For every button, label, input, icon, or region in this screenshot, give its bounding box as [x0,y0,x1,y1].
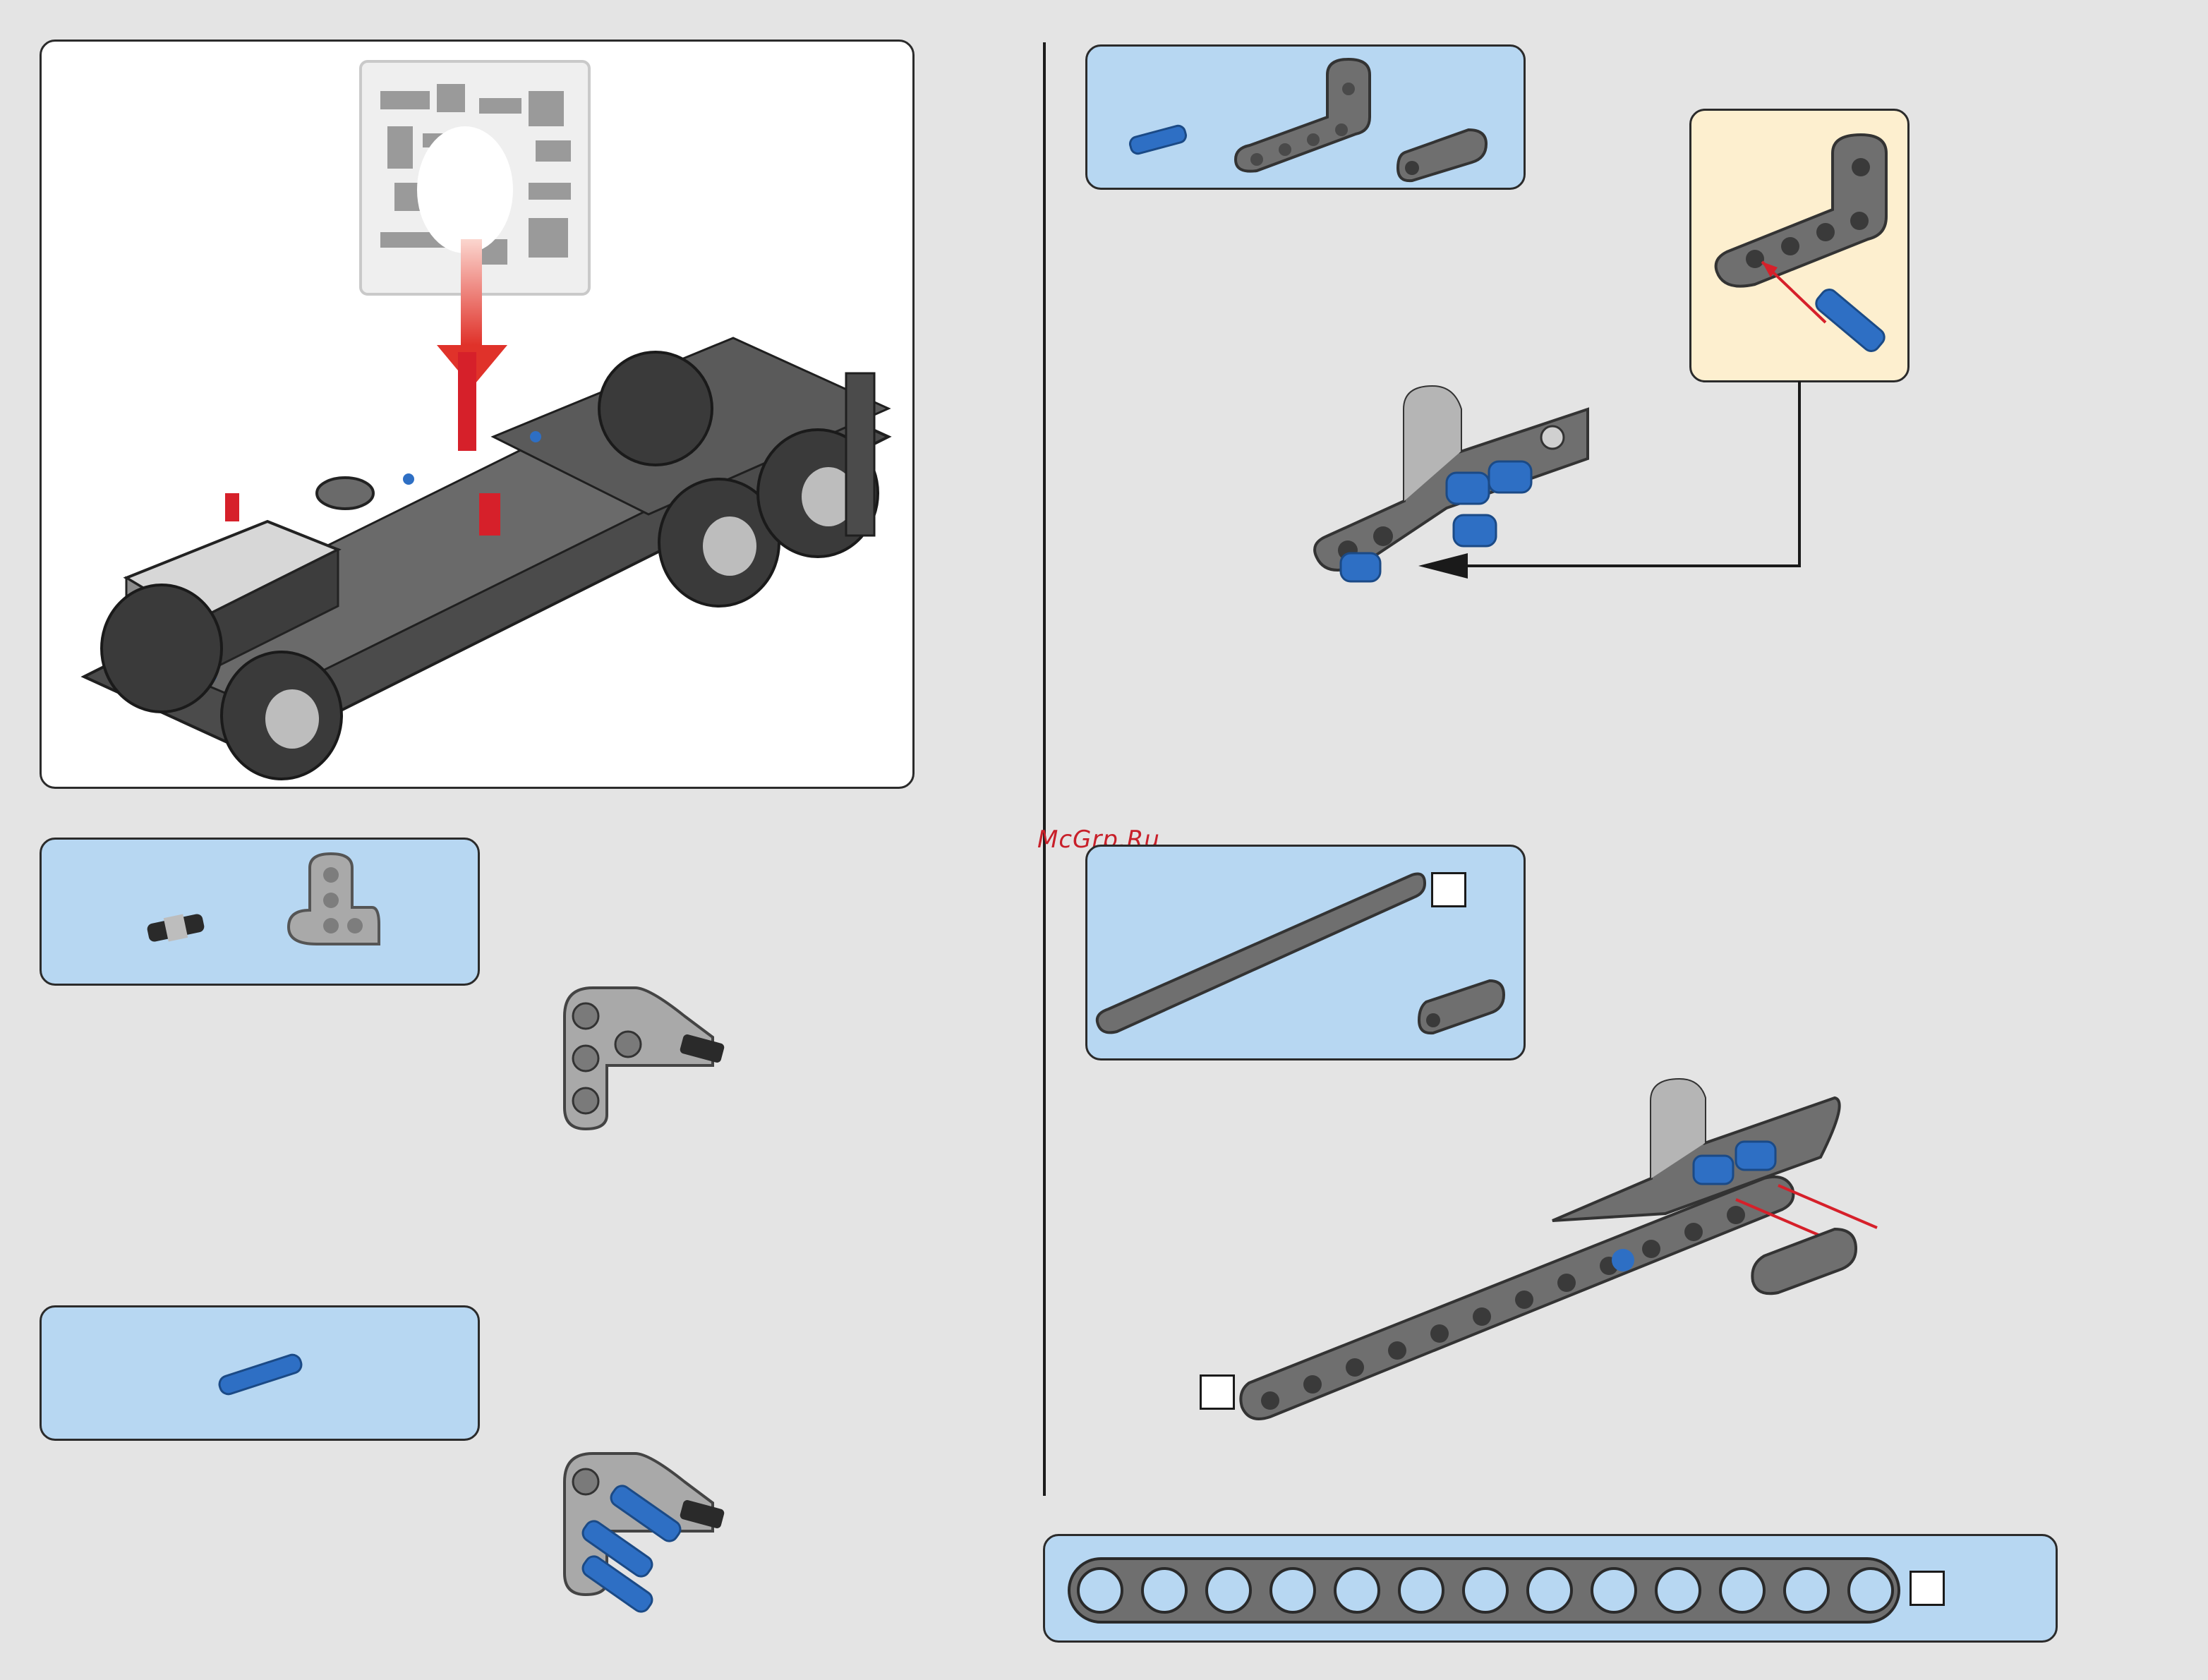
callout-panel-step-c [1689,109,1910,382]
step-a-parts [42,840,482,988]
step-b-parts [42,1307,482,1443]
beam-ruler-panel [1043,1534,2058,1643]
beam-length-ruler-icon [1045,1536,2060,1645]
parts-panel-step-a [40,838,480,986]
l-liftarm-icon [1236,59,1370,171]
callout-arrow-icon [1411,381,1806,593]
page-divider [1043,42,1046,1496]
overview-panel [40,40,915,789]
parts-panel-step-c [1085,44,1526,190]
step-c-parts [1087,47,1528,192]
step-d-build [1228,1072,1919,1439]
step-a-build [550,974,748,1136]
beam-length-checkbox [1431,872,1466,907]
parts-panel-step-b [40,1305,480,1441]
t-liftarm-icon [289,854,379,944]
13-beam-icon [1097,874,1425,1033]
beam-length-checkbox [1910,1571,1945,1606]
black-friction-pin-icon [146,913,205,943]
blue-pin-icon [1128,124,1187,155]
step-b-build [550,1439,748,1623]
connector-icon [1419,981,1504,1033]
overview-illustration [42,42,917,791]
connector-icon [1398,130,1486,181]
blue-long-pin-icon [217,1353,303,1396]
beam-length-checkbox [1200,1374,1235,1410]
truck-chassis-model [84,338,888,779]
callout-illustration [1691,111,1912,385]
